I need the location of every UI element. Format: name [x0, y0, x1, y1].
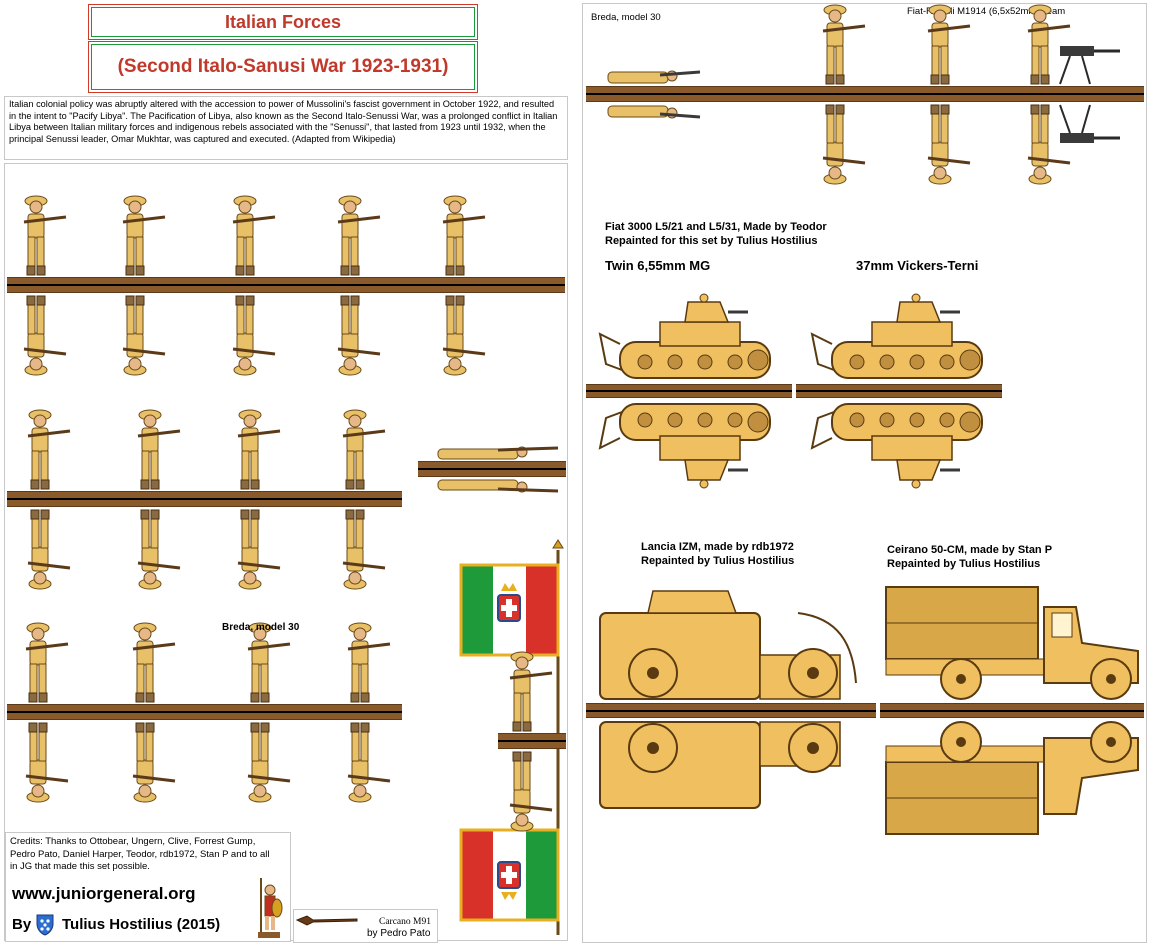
figure-base-divider [7, 284, 565, 286]
vehicle-base-divider [586, 390, 792, 392]
label-fiat3000-credit: Repainted for this set by Tulius Hostili… [605, 235, 818, 247]
carcano-panel [293, 909, 438, 943]
label-carcano: Carcano M91 [379, 917, 431, 927]
warrior-icon [258, 878, 283, 938]
soldier-figures-row1 [22, 194, 559, 948]
label-carcano-credit: by Pedro Pato [367, 928, 431, 939]
vehicle-base-divider [880, 710, 1144, 712]
label-fiat3000: Fiat 3000 L5/21 and L5/31, Made by Teodo… [605, 221, 827, 233]
label-breda-left: Breda, model 30 [222, 622, 300, 633]
figure-base-divider [498, 740, 566, 742]
credits-text: Credits: Thanks to Ottobear, Ungern, Cli… [10, 836, 270, 872]
shield-icon [36, 914, 54, 936]
label-vickers: 37mm Vickers-Terni [856, 258, 979, 273]
figure-base-divider [586, 93, 1144, 95]
subtitle-box: (Second Italo-Sanusi War 1923-1931) [88, 41, 478, 93]
label-ceirano: Ceirano 50-CM, made by Stan P [887, 544, 1053, 556]
label-fiat-revelli: Fiat-Revelli M1914 (6,5x52mm) Team [907, 6, 1066, 17]
byline-author: Tulius Hostilius (2015) [62, 916, 221, 933]
intro-text: Italian colonial policy was abruptly alt… [9, 99, 558, 144]
rifle-icon [295, 915, 358, 926]
figure-base-divider [7, 498, 402, 500]
label-lancia-credit: Repainted by Tulius Hostilius [641, 555, 795, 567]
intro-panel: Italian colonial policy was abruptly alt… [4, 96, 568, 160]
figure-base-divider [418, 468, 566, 470]
label-breda-right: Breda, model 30 [591, 12, 661, 23]
page-title: Italian Forces [224, 11, 342, 32]
byline-by: By [12, 916, 32, 933]
vehicle-base-divider [586, 710, 876, 712]
page-subtitle: (Second Italo-Sanusi War 1923-1931) [117, 56, 449, 77]
label-ceirano-credit: Repainted by Tulius Hostilius [887, 558, 1041, 570]
label-lancia: Lancia IZM, made by rdb1972 [641, 541, 794, 553]
website-link[interactable]: www.juniorgeneral.org [12, 884, 196, 903]
title-box: Italian Forces [88, 4, 478, 40]
figure-base-divider [7, 711, 402, 713]
label-twin-mg: Twin 6,55mm MG [605, 258, 711, 273]
vehicle-base-divider [796, 390, 1002, 392]
